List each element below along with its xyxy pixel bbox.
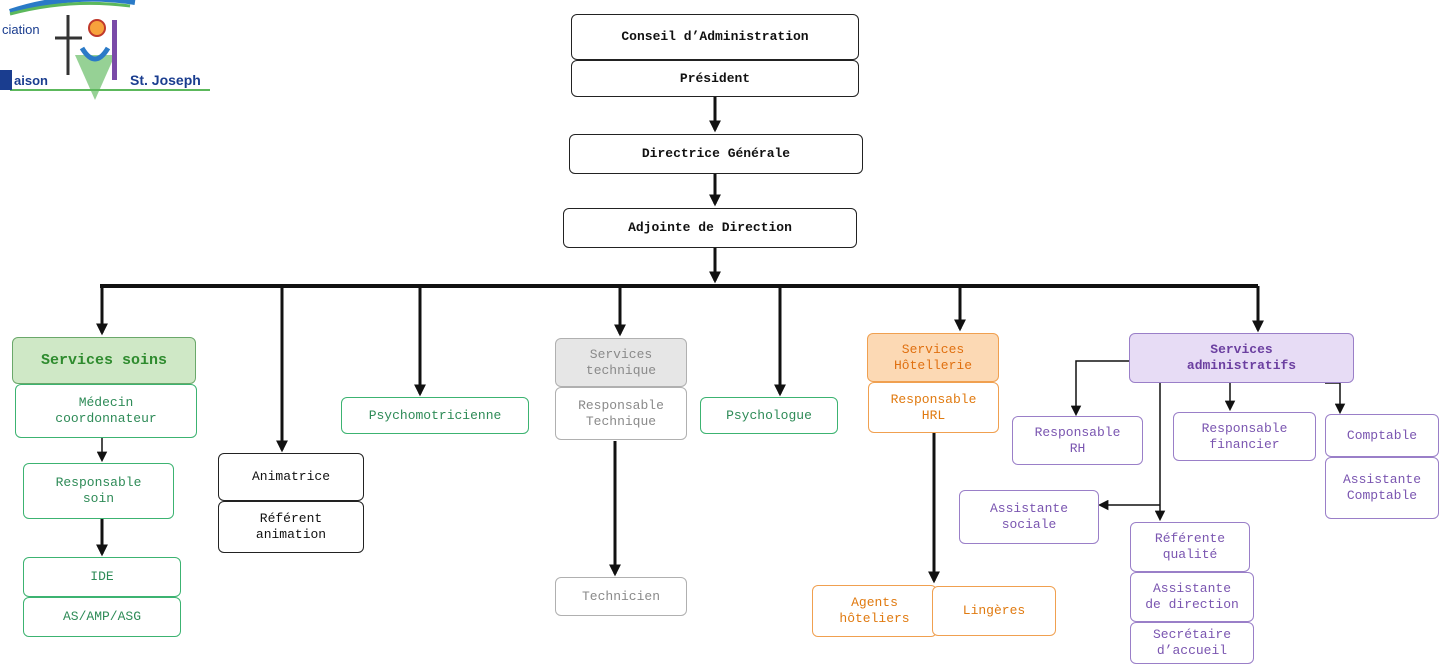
box-animatrice: Animatrice [218,453,364,501]
box-lingeres: Lingères [932,586,1056,636]
association-logo: ciation aison St. Joseph [0,0,215,110]
arrow-admin-rh [1070,360,1129,417]
box-responsable-financier: Responsable financier [1173,412,1316,461]
box-comptable: Comptable [1325,414,1439,457]
box-secretaire-accueil: Secrétaire d’accueil [1130,622,1254,664]
box-directrice-generale: Directrice Générale [569,134,863,174]
box-responsable-technique: Responsable Technique [555,387,687,440]
box-as-amp-asg: AS/AMP/ASG [23,597,181,637]
box-psychologue: Psychologue [700,397,838,434]
box-responsable-soin: Responsable soin [23,463,174,519]
box-services-soins: Services soins [12,337,196,384]
box-medecin-coordonnateur: Médecin coordonnateur [15,384,197,438]
box-referente-qualite: Référente qualité [1130,522,1250,572]
box-responsable-hrl: Responsable HRL [868,382,999,433]
box-president: Président [571,60,859,97]
box-referent-animation: Référent animation [218,501,364,553]
box-responsable-rh: Responsable RH [1012,416,1143,465]
box-agents-hoteliers: Agents hôteliers [812,585,937,637]
box-conseil-administration: Conseil d’Administration [571,14,859,60]
box-adjointe-direction: Adjointe de Direction [563,208,857,248]
box-ide: IDE [23,557,181,597]
box-assistante-direction: Assistante de direction [1130,572,1254,622]
box-technicien: Technicien [555,577,687,616]
logo-text-ciation: ciation [2,22,40,37]
arrow-admin-comptable [1325,382,1346,415]
logo-graphic [0,0,210,100]
box-services-technique: Services technique [555,338,687,387]
box-psychomotricienne: Psychomotricienne [341,397,529,434]
box-assistante-sociale: Assistante sociale [959,490,1099,544]
logo-text-stjoseph: St. Joseph [130,72,201,88]
box-services-administratifs: Services administratifs [1129,333,1354,383]
box-services-hotellerie: Services Hôtellerie [867,333,999,382]
box-assistante-comptable: Assistante Comptable [1325,457,1439,519]
logo-text-aison: aison [14,73,48,88]
